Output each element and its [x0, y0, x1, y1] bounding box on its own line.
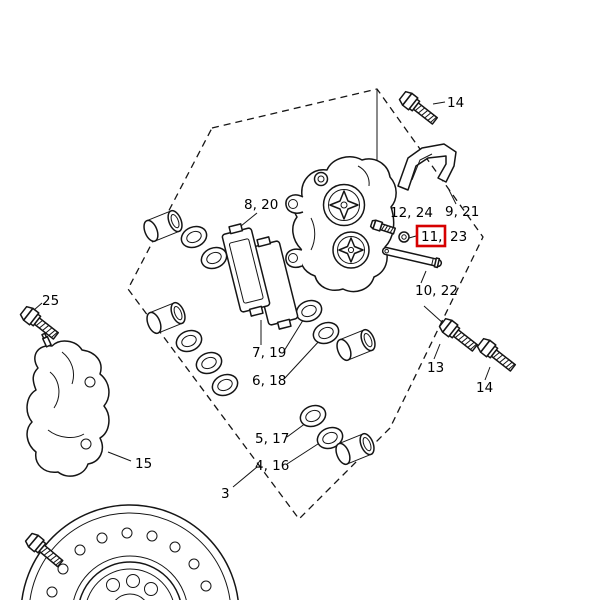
- highlight-box-part-11: [415, 224, 447, 248]
- part-label-25[interactable]: 25: [42, 293, 59, 309]
- seal-ring: [292, 296, 326, 326]
- seal-ring: [172, 326, 206, 356]
- bolt-14-right: [475, 335, 519, 375]
- screw-12-24: [369, 219, 410, 243]
- part-label-6-18[interactable]: 6, 18: [252, 373, 286, 389]
- piston-seal-group-b: [292, 296, 379, 364]
- piston-bore-2: [332, 231, 370, 269]
- part-label-14-right[interactable]: 14: [476, 380, 493, 396]
- piston-seal-group-c: [143, 299, 242, 400]
- caliper-assembly-15: [26, 332, 110, 477]
- part-label-11-boxed[interactable]: 11,: [421, 229, 442, 245]
- seal-ring: [177, 222, 211, 252]
- sealing-washer: [398, 231, 410, 243]
- caliper-body: [285, 156, 397, 293]
- part-label-9-21[interactable]: 9, 21: [445, 204, 479, 220]
- bolt-13: [437, 315, 481, 355]
- part-label-10-22[interactable]: 10, 22: [415, 283, 458, 299]
- part-label-5-17[interactable]: 5, 17: [255, 431, 289, 447]
- piston-bore-1: [322, 183, 366, 227]
- part-label-3[interactable]: 3: [221, 486, 230, 502]
- brake-disc: [21, 504, 239, 600]
- piston-seal-group-a: [140, 207, 231, 273]
- pad-pin: [381, 246, 443, 269]
- caliper-piston: [143, 299, 189, 337]
- caliper-piston: [333, 326, 379, 364]
- part-label-12-24[interactable]: 12, 24: [390, 205, 433, 221]
- disc-hub-holes: [106, 574, 158, 596]
- caliper-piston: [140, 207, 186, 245]
- bleed-nipple: [41, 332, 52, 348]
- part-label-8-20[interactable]: 8, 20: [244, 197, 278, 213]
- seal-ring: [192, 348, 226, 378]
- group-boundary: [127, 88, 484, 520]
- bolt-14-top: [397, 88, 441, 128]
- part-label-4-16[interactable]: 4, 16: [255, 458, 289, 474]
- bolt-25: [18, 303, 62, 343]
- part-label-14-top[interactable]: 14: [447, 95, 464, 111]
- part-label-13[interactable]: 13: [427, 360, 444, 376]
- piston-seal-group-d: [296, 401, 378, 468]
- part-label-15[interactable]: 15: [135, 456, 152, 472]
- leader-lines: [33, 90, 491, 488]
- disc-drilled-holes: [46, 527, 212, 598]
- part-label-7-19[interactable]: 7, 19: [252, 345, 286, 361]
- brake-pads: [221, 223, 299, 330]
- part-label-23[interactable]: 23: [450, 229, 467, 245]
- pad-retaining-clip: [397, 143, 457, 191]
- seal-ring: [208, 370, 242, 400]
